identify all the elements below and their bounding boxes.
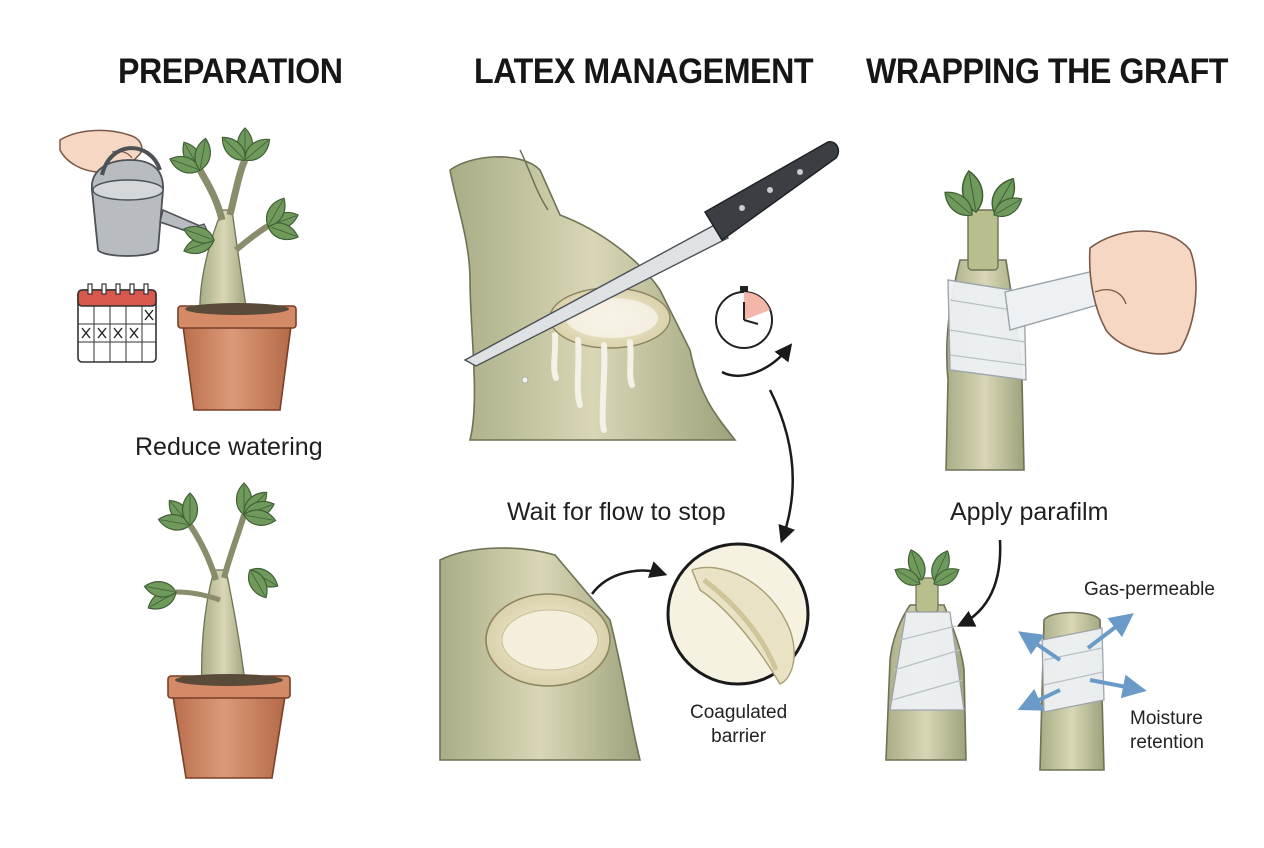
note-moisture-retention: Moisture retention [1130, 707, 1204, 755]
note-coagulated-line1: Coagulated [690, 702, 788, 723]
knife-icon [463, 141, 840, 367]
wrapped-detail [1039, 611, 1105, 771]
note-coagulated-barrier: Coagulated barrier [690, 701, 787, 749]
magnifier-icon [666, 542, 810, 686]
note-gas-permeable: Gas-permeable [1084, 579, 1215, 600]
arrow-parafilm [956, 539, 1002, 627]
title-latex-management: LATEX MANAGEMENT [474, 52, 814, 91]
note-coagulated-line2: barrier [711, 726, 767, 747]
note-moisture-line1: Moisture [1130, 708, 1203, 729]
cut-stem-bottom [439, 547, 642, 761]
note-moisture-line2: retention [1130, 732, 1204, 753]
gas-exchange-arrows [1017, 613, 1147, 711]
arrow-down-latex [768, 389, 795, 544]
clock-icon [715, 286, 773, 349]
title-preparation: PREPARATION [118, 52, 343, 91]
caption-reduce-watering: Reduce watering [135, 433, 323, 461]
arrow-to-magnifier [590, 561, 668, 595]
caption-apply-parafilm: Apply parafilm [950, 498, 1109, 526]
caption-wait-for-flow: Wait for flow to stop [507, 498, 726, 526]
plant-bottom [142, 482, 291, 779]
arrow-clock [721, 343, 793, 377]
calendar-icon [77, 283, 157, 363]
graft-wrapped [885, 546, 967, 761]
graft-top [939, 168, 1197, 471]
title-wrapping-the-graft: WRAPPING THE GRAFT [866, 52, 1229, 91]
plant-top [166, 127, 302, 411]
